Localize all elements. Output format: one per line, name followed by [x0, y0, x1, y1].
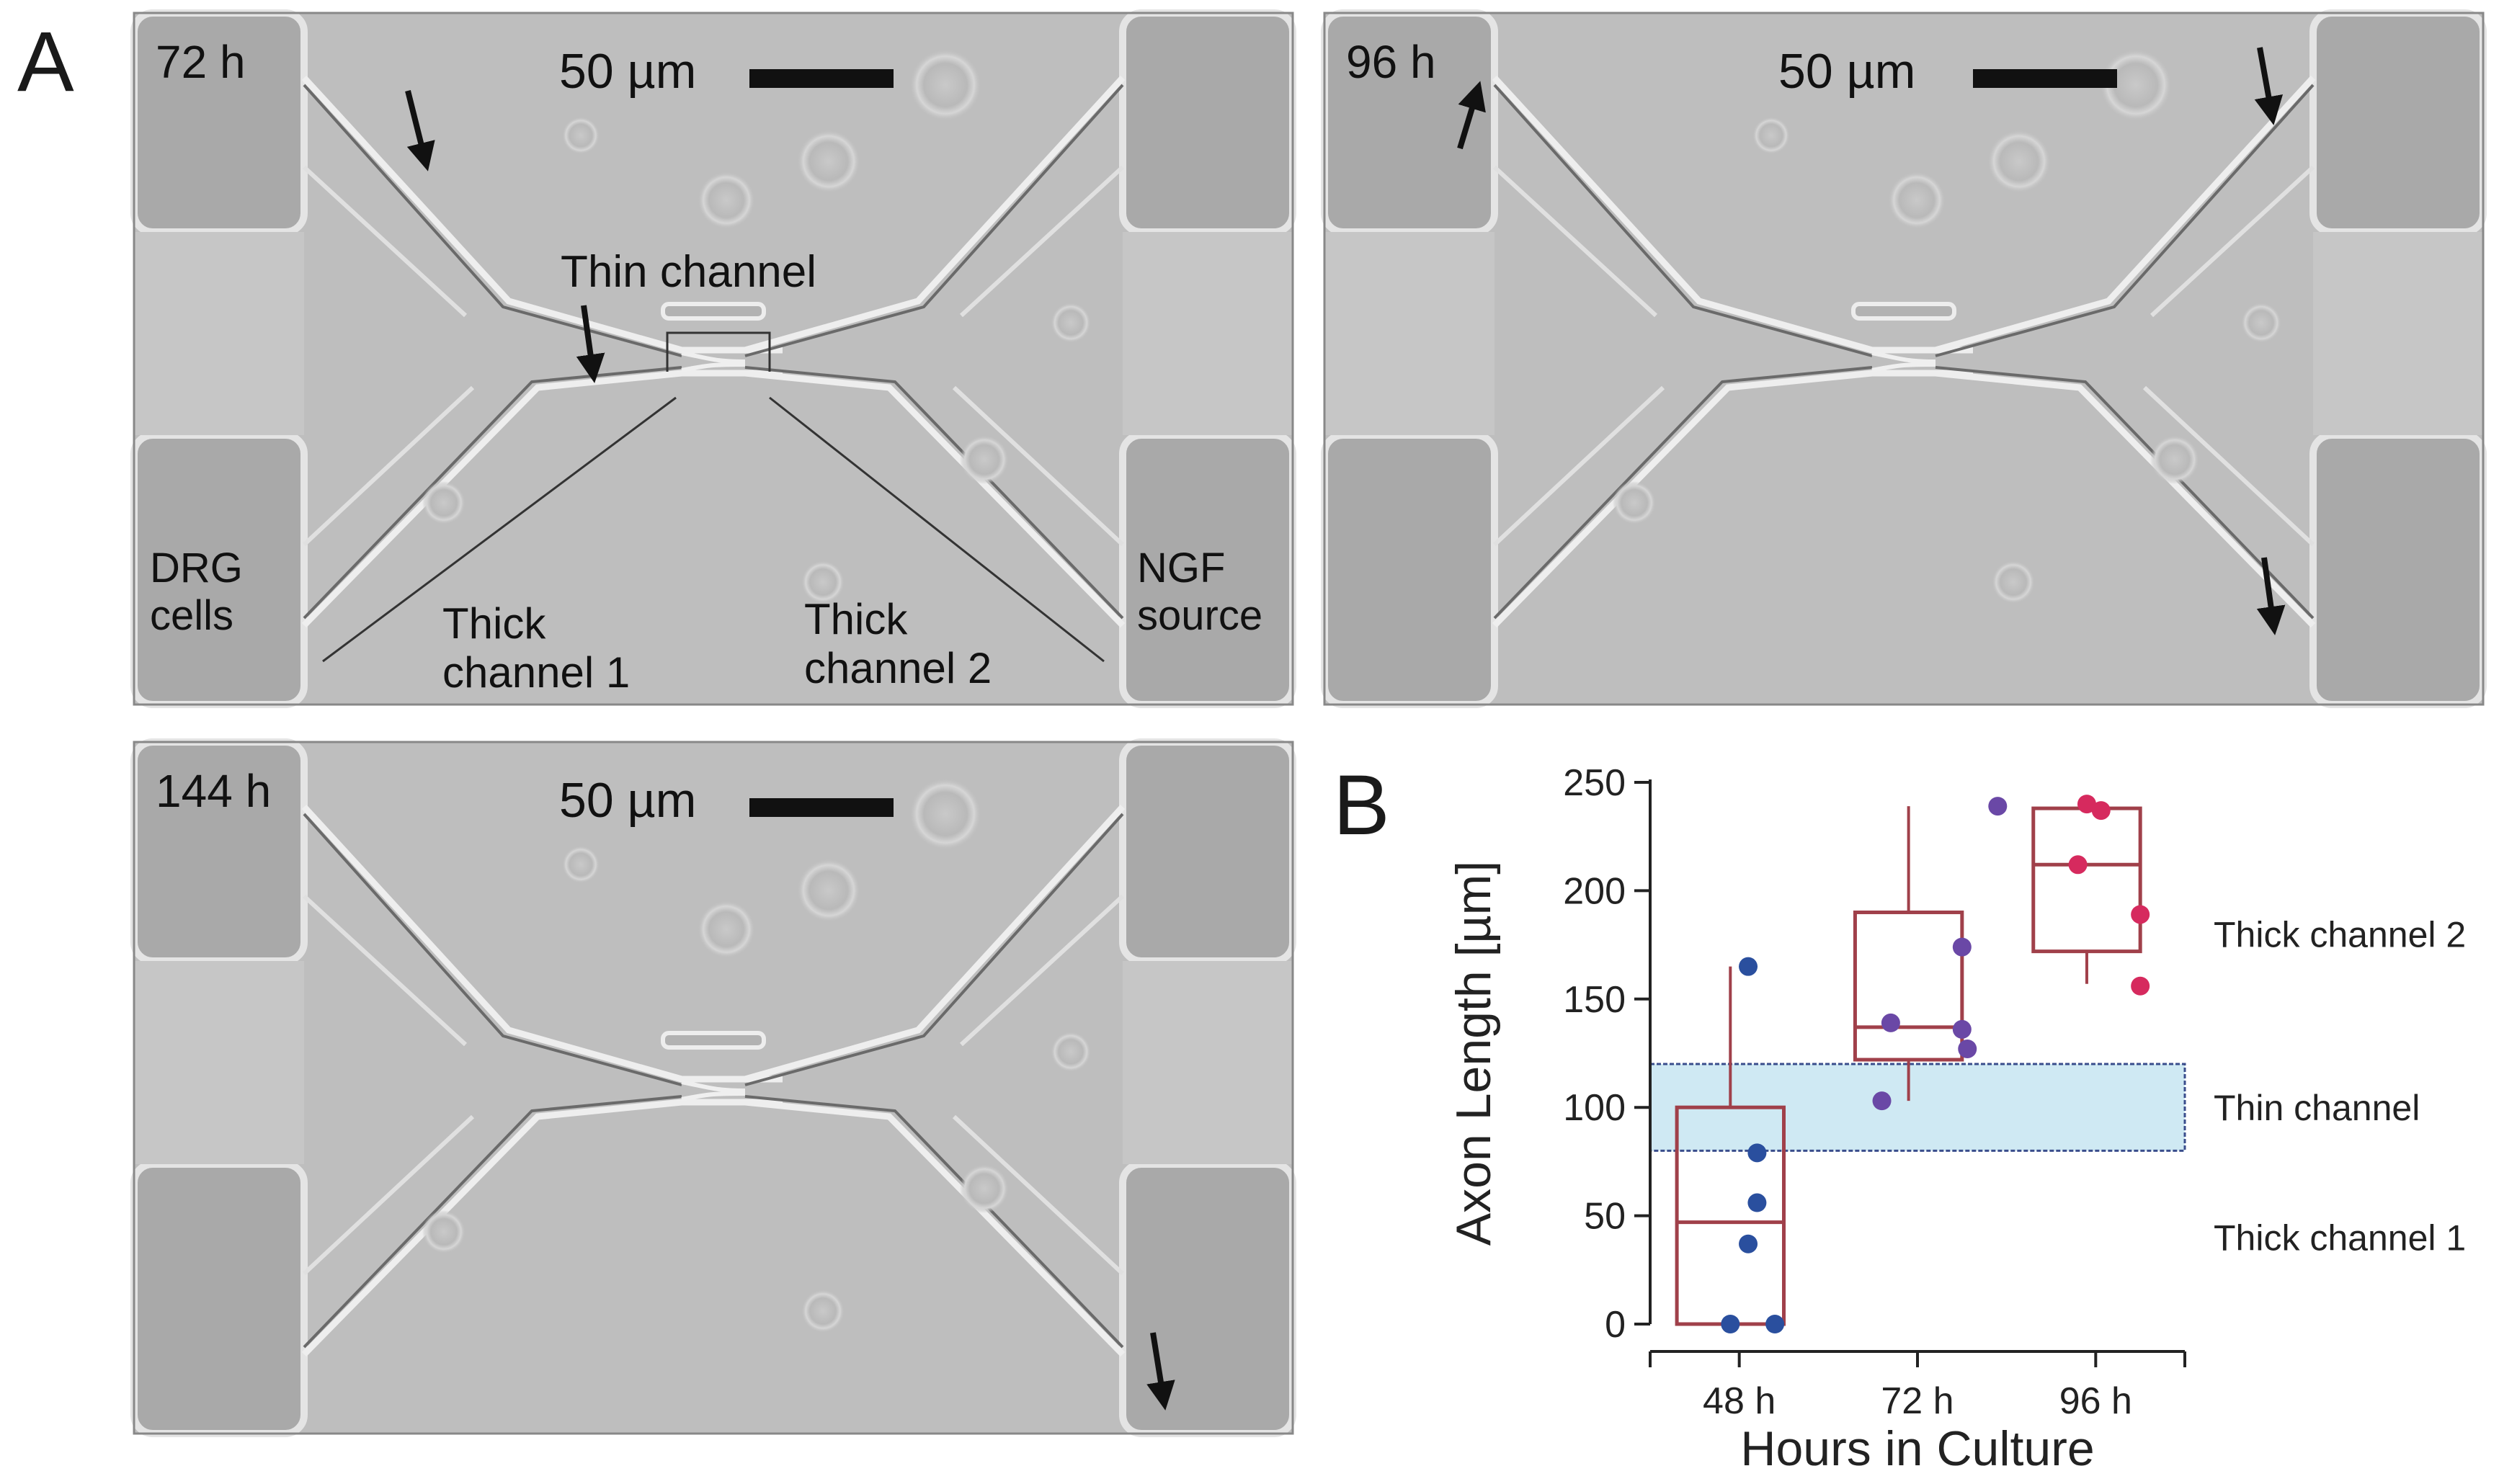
micrograph-144h: 144 h 50 µm: [134, 742, 1293, 1434]
y-tick-label: 200: [1563, 870, 1626, 912]
panel-b-letter: B: [1333, 758, 1390, 853]
thick-channel-1-label-line1: Thick: [442, 599, 546, 648]
arrow-marker: [1457, 81, 1486, 150]
arrow-marker: [405, 90, 435, 171]
data-point: [1952, 937, 1972, 957]
scale-bar: [749, 798, 894, 817]
y-tick-label: 50: [1584, 1196, 1626, 1238]
scale-bar-label: 50 µm: [1778, 44, 1915, 99]
arrow-marker: [2256, 557, 2286, 635]
data-point: [1747, 1143, 1767, 1163]
region-label: Thin channel: [2214, 1088, 2420, 1128]
thick-channel-1-guide: [322, 396, 677, 663]
data-point: [1739, 957, 1758, 976]
micrograph-72h: 72 h 50 µm Thin channel DRG cells Thick …: [134, 13, 1293, 705]
data-point: [1747, 1193, 1767, 1212]
time-label: 96 h: [1346, 36, 1436, 88]
data-point: [2068, 855, 2088, 875]
x-tick-label: 72 h: [1881, 1380, 1954, 1422]
ngf-source-label-line1: NGF: [1137, 545, 1225, 591]
data-point: [1958, 1039, 1977, 1058]
arrow-marker: [576, 305, 605, 383]
micrograph-96h: 96 h 50 µm: [1324, 13, 2483, 705]
drg-cells-label-line2: cells: [150, 592, 233, 639]
ngf-source-label-line2: source: [1137, 592, 1262, 639]
data-point: [1988, 797, 2008, 816]
region-label: Thick channel 2: [2214, 915, 2466, 955]
data-point: [1721, 1315, 1740, 1333]
x-tick-label: 96 h: [2059, 1380, 2132, 1422]
arrow-marker: [2254, 47, 2284, 125]
y-tick-label: 150: [1563, 979, 1626, 1021]
x-tick-label: 48 h: [1703, 1380, 1776, 1422]
thick-channel-1-label-line2: channel 1: [442, 648, 630, 697]
thick-channel-2-guide: [769, 396, 1105, 663]
thin-channel-guide: [666, 331, 771, 372]
data-point: [2131, 905, 2150, 924]
y-tick-label: 250: [1563, 762, 1626, 804]
data-point: [1881, 1013, 1900, 1032]
device-image: [134, 13, 1293, 705]
panel-a-letter: A: [17, 14, 74, 109]
thin-channel-label: Thin channel: [561, 247, 816, 297]
y-tick-label: 100: [1563, 1087, 1626, 1129]
data-point: [1765, 1315, 1785, 1333]
data-point: [2077, 795, 2096, 814]
drg-cells-label-line1: DRG: [150, 545, 243, 591]
y-axis-title: Axon Length [µm]: [1446, 861, 1501, 1246]
scale-bar: [1973, 69, 2117, 88]
y-tick-label: 0: [1605, 1304, 1626, 1346]
region-label: Thick channel 1: [2214, 1218, 2466, 1259]
x-axis-title: Hours in Culture: [1740, 1421, 2094, 1476]
data-point: [2131, 976, 2150, 996]
device-image: [1324, 13, 2483, 705]
device-image: [134, 742, 1293, 1434]
data-point: [1739, 1234, 1758, 1253]
time-label: 72 h: [156, 36, 246, 88]
data-point: [2091, 801, 2111, 821]
arrow-marker: [1146, 1332, 1175, 1411]
thick-channel-2-label-line2: channel 2: [804, 644, 992, 692]
scale-bar-label: 50 µm: [559, 773, 696, 828]
box-96h: [2031, 806, 2142, 954]
data-point: [1872, 1091, 1892, 1111]
scale-bar: [749, 69, 894, 88]
data-point: [1952, 1019, 1972, 1039]
scale-bar-label: 50 µm: [559, 44, 696, 99]
box-72h: [1853, 910, 1964, 1062]
thick-channel-2-label-line1: Thick: [804, 595, 908, 643]
time-label: 144 h: [156, 765, 271, 817]
